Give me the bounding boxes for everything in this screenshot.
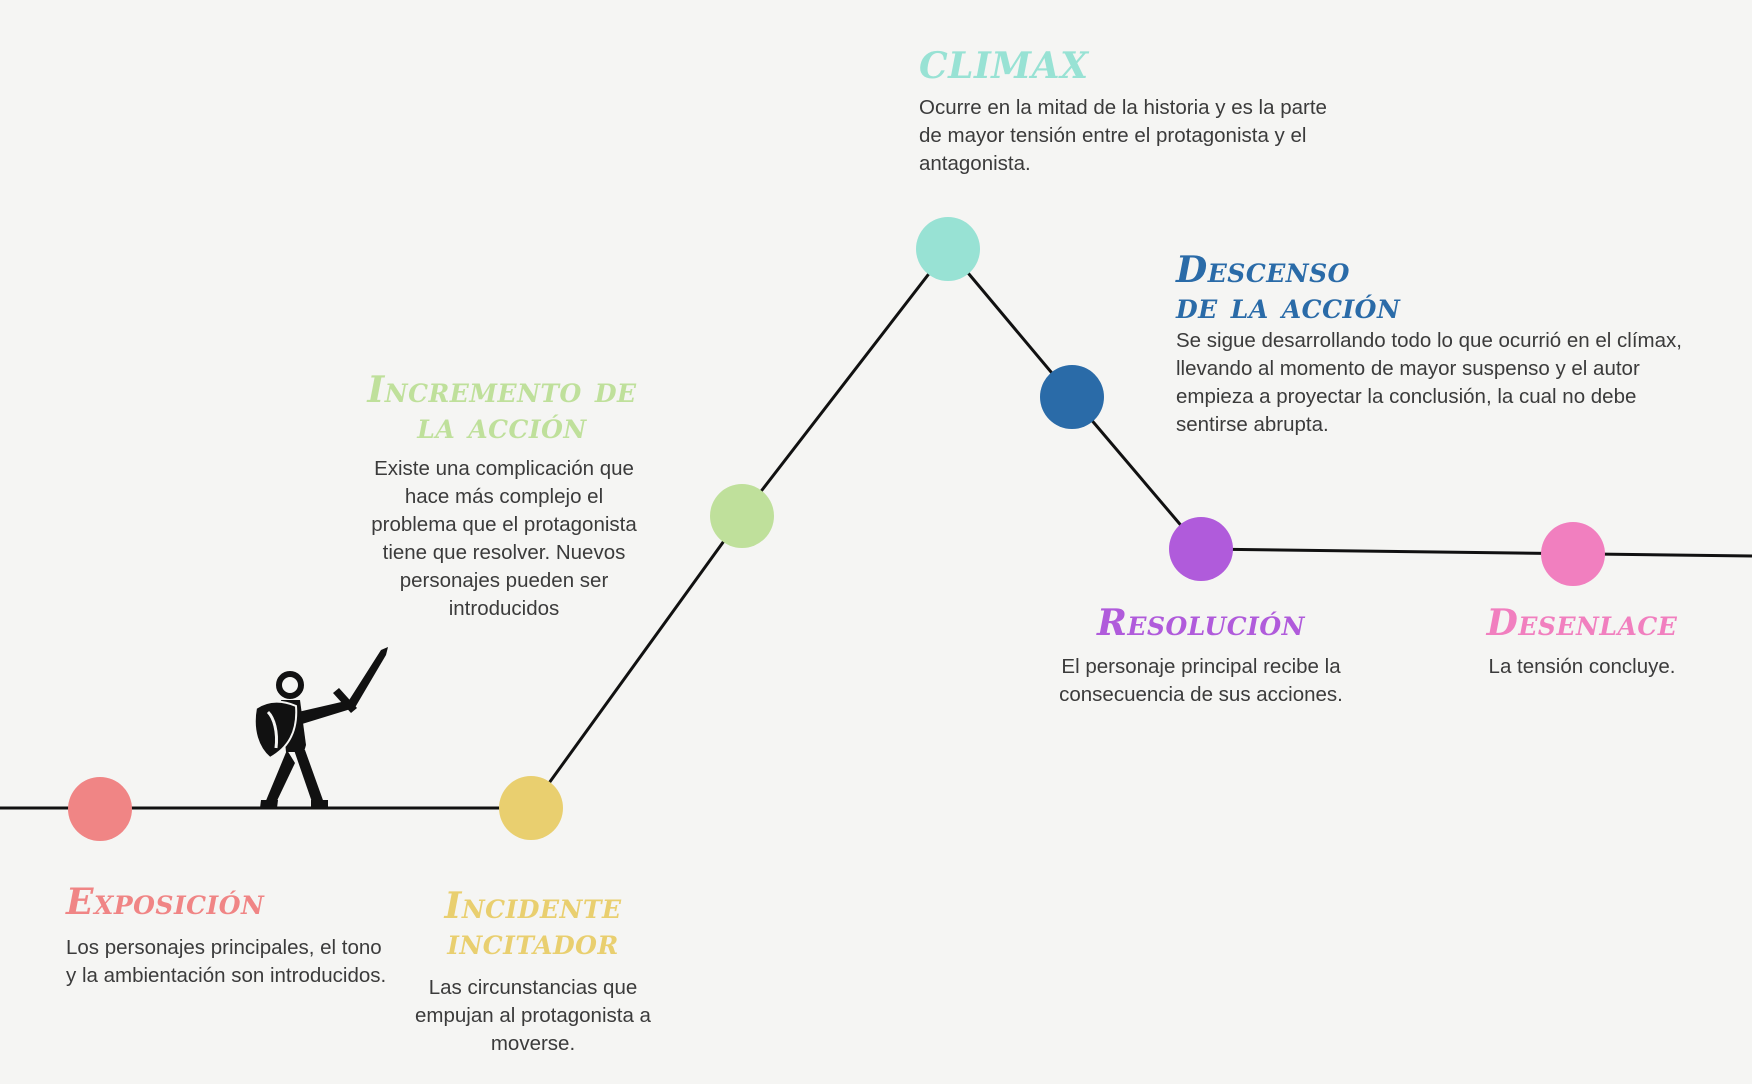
exposicion-marker	[68, 777, 132, 841]
incidente-marker	[499, 776, 563, 840]
climax-title: CLIMAX	[919, 45, 1089, 87]
desenlace-title: Desenlace	[1486, 602, 1678, 644]
desenlace-marker	[1541, 522, 1605, 586]
incidente-title: Incidente incitador	[444, 885, 622, 963]
descenso-title: Descenso de la acción	[1176, 249, 1401, 327]
climax-description: Ocurre en la mitad de la historia y es l…	[919, 96, 1327, 175]
exposicion-title: Exposición	[66, 881, 265, 923]
resolucion-marker	[1169, 517, 1233, 581]
knight-icon	[253, 647, 388, 808]
incremento-description: Existe una complicación que hace más com…	[371, 457, 637, 620]
desenlace-description: La tensión concluye.	[1488, 655, 1676, 678]
incremento-marker	[710, 484, 774, 548]
resolucion-description: El personaje principal recibe la consecu…	[1059, 655, 1343, 706]
incidente-description: Las circunstancias que empujan al protag…	[415, 976, 651, 1055]
descenso-marker	[1040, 365, 1104, 429]
descenso-description: Se sigue desarrollando todo lo que ocurr…	[1176, 329, 1682, 436]
exposicion-description: Los personajes principales, el tono y la…	[66, 936, 387, 987]
climax-marker	[916, 217, 980, 281]
resolucion-title: Resolución	[1096, 602, 1306, 644]
incremento-title: Incremento de la acción	[367, 369, 637, 447]
